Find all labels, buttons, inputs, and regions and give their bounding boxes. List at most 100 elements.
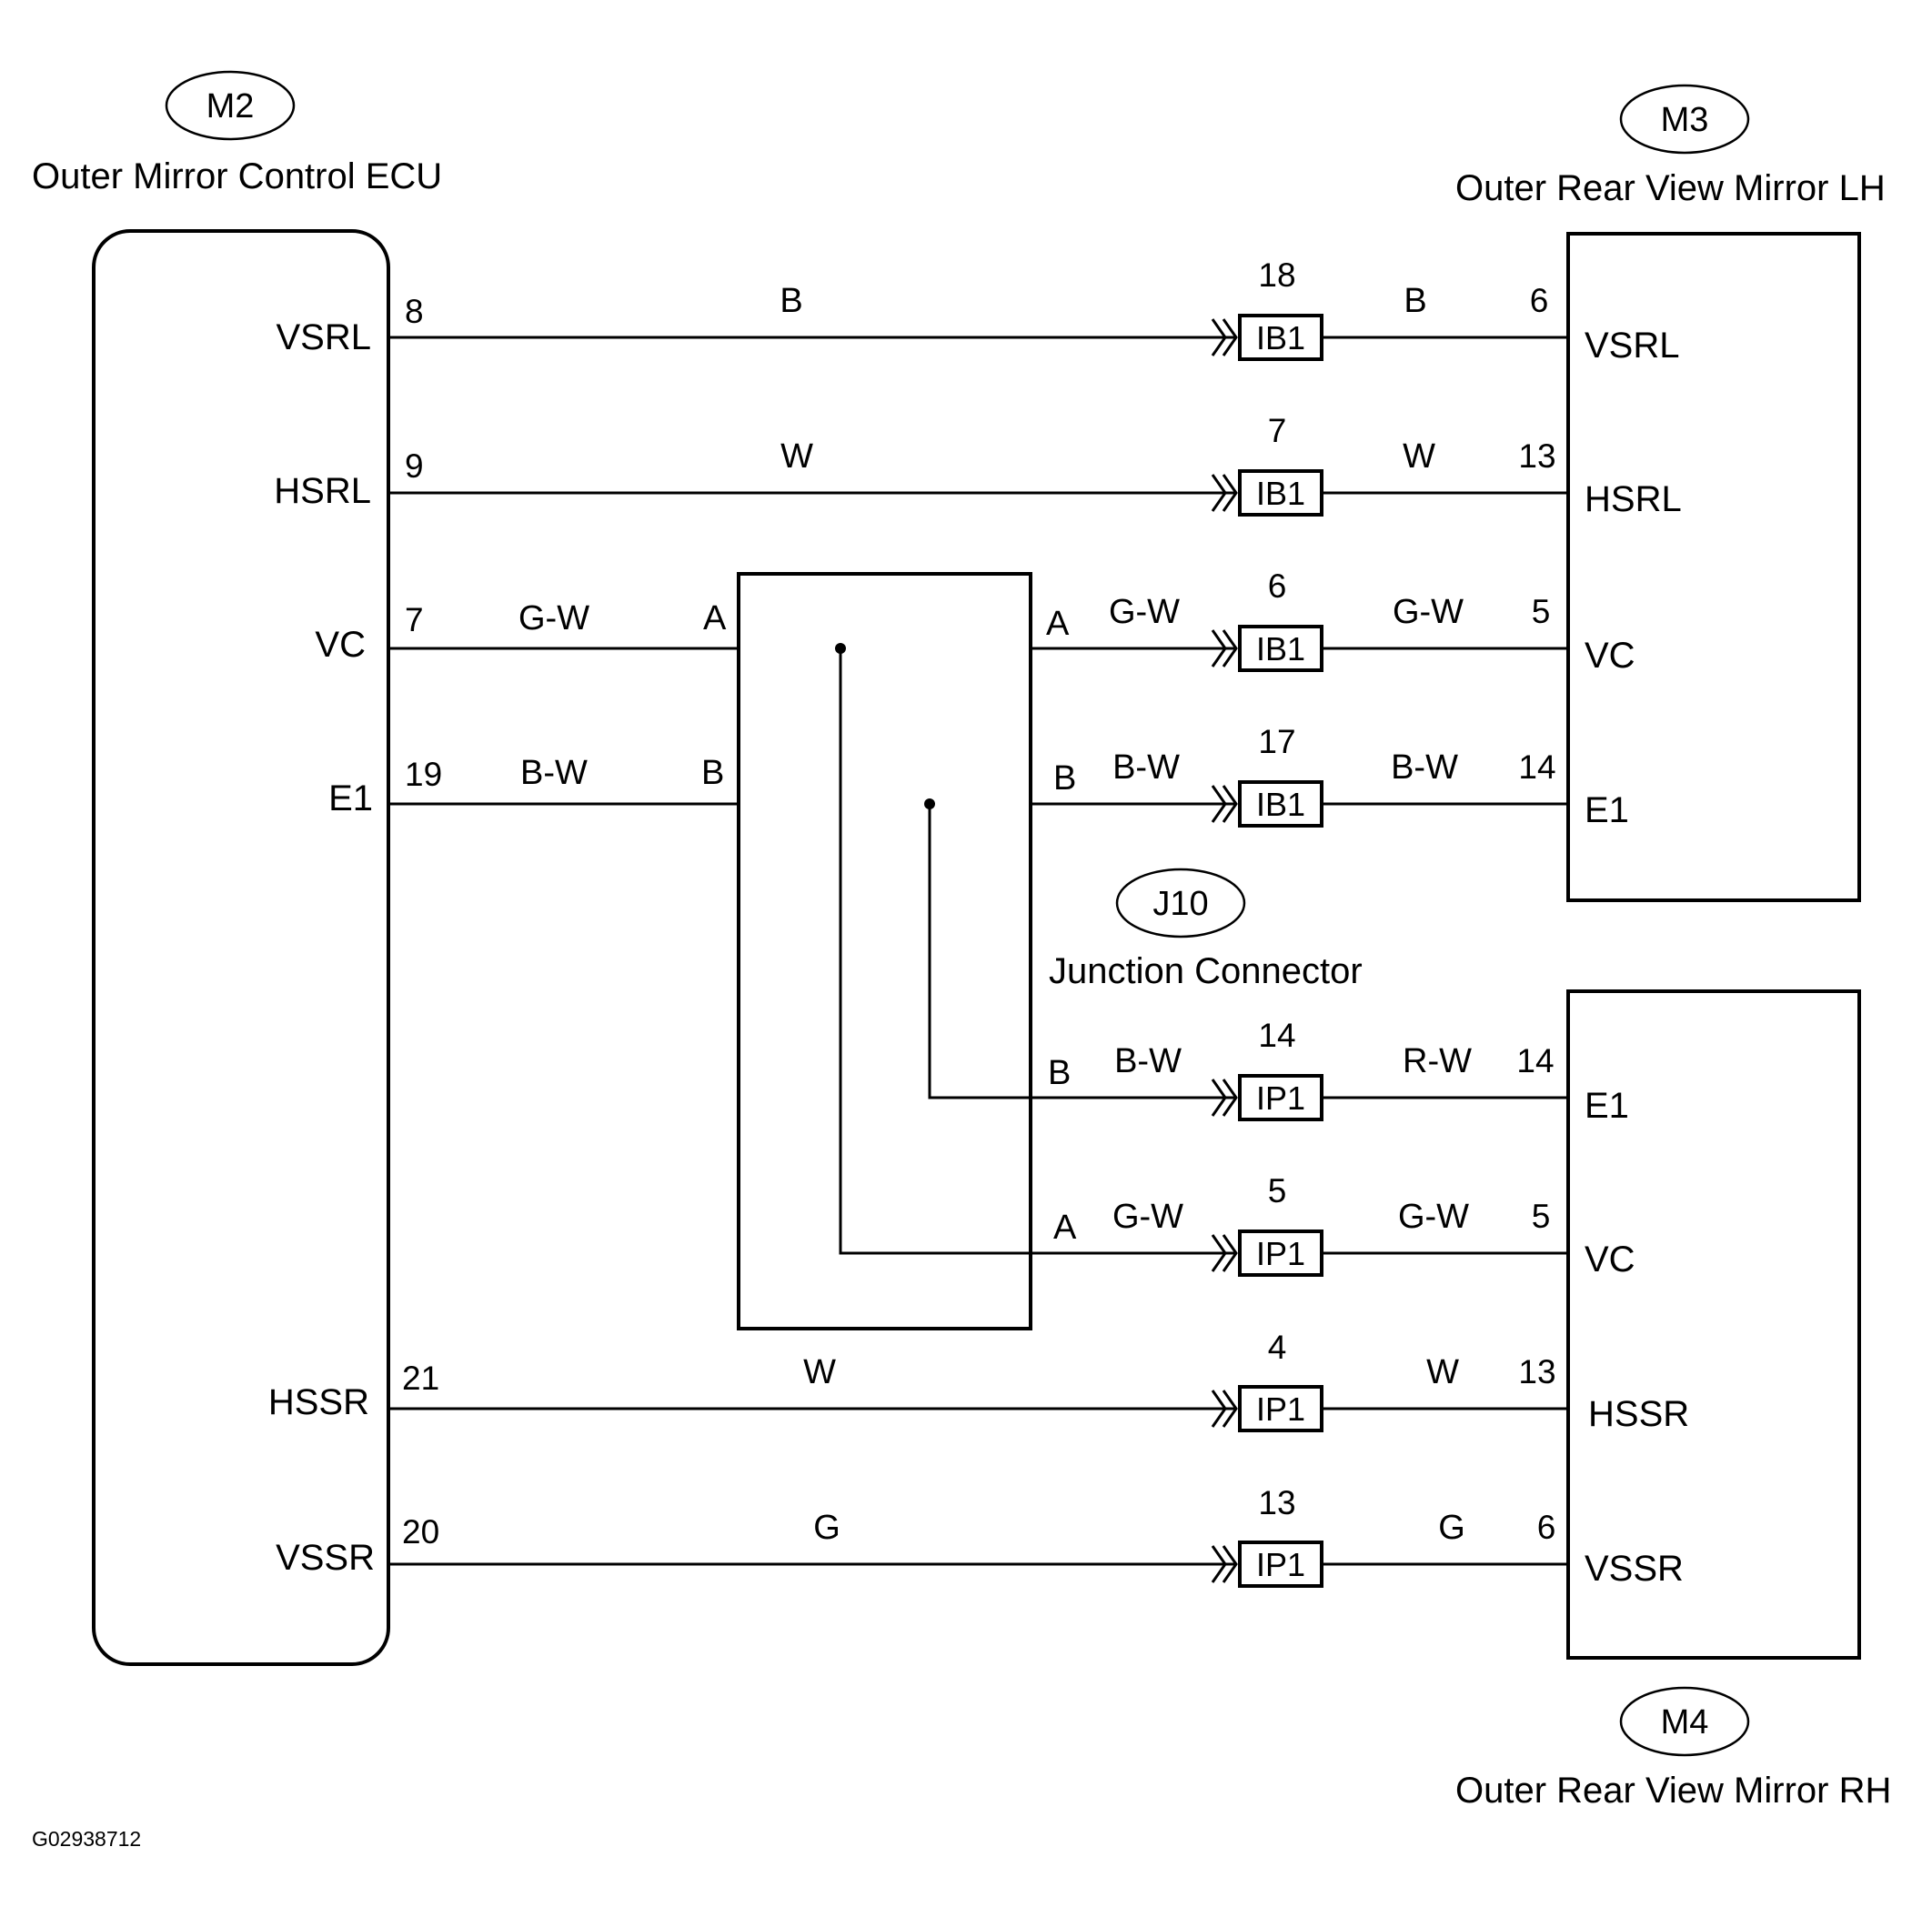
connector-label: IP1 [1256, 1546, 1305, 1583]
junction-name: Junction Connector [1049, 951, 1363, 991]
connector-pin: 4 [1268, 1329, 1287, 1366]
ecu-pin-hssr: 21 [402, 1360, 439, 1397]
connector-label: IB1 [1256, 319, 1305, 356]
connector-chevron-icon [1222, 629, 1238, 667]
ecu-terminal-hsrl: HSRL [274, 471, 371, 511]
mirror-pin: 13 [1518, 1353, 1555, 1390]
wire-color-a: B-W [1114, 1042, 1182, 1080]
wire-e1-in-color: B-W [520, 754, 588, 792]
junction-ref-ellipse [1115, 868, 1246, 938]
wire-color-b: W [1403, 437, 1435, 476]
junction-vc-splice [835, 643, 846, 654]
mirror-terminal: VSRL [1585, 326, 1680, 366]
mirror-lh-ref-ellipse [1619, 84, 1750, 155]
wire-color-b: B-W [1391, 748, 1458, 787]
connector-chevron-icon [1211, 629, 1227, 667]
wire-color-b: G-W [1398, 1198, 1469, 1236]
ecu-pin-vc: 7 [405, 601, 424, 638]
ecu-pin-vsrl: 8 [405, 293, 424, 330]
connector-chevron-icon [1222, 785, 1238, 823]
ecu-name: Outer Mirror Control ECU [32, 156, 442, 196]
wire-color-a: B [780, 282, 802, 320]
ecu-ref-ellipse [165, 70, 296, 141]
mirror-rh-ref: M4 [1661, 1703, 1709, 1741]
ecu-terminals: VSRL 8 HSRL 9 VC 7 E1 19 HSSR 21 VSSR 20 [268, 293, 442, 1578]
wire-color-a: G-W [1112, 1198, 1183, 1236]
wire-color-a: G-W [1109, 593, 1180, 631]
mirror-terminal: HSRL [1585, 479, 1682, 519]
connector-pin: 7 [1268, 412, 1287, 449]
ecu-terminal-e1: E1 [328, 778, 373, 818]
ecu-header: M2 Outer Mirror Control ECU [32, 70, 442, 196]
connector-chevron-icon [1211, 318, 1227, 356]
ecu-pin-vssr: 20 [402, 1513, 439, 1551]
mirror-pin: 6 [1537, 1509, 1556, 1546]
junction-box [737, 572, 1032, 1330]
connector-chevron-icon [1211, 1079, 1227, 1117]
connector-chevron-icon [1211, 474, 1227, 512]
ecu-terminal-vsrl: VSRL [277, 317, 372, 357]
connector-label: IB1 [1256, 475, 1305, 512]
mirror-terminal: VC [1585, 636, 1635, 676]
mirror-rh-ref-ellipse [1619, 1686, 1750, 1757]
wire-color-b: R-W [1403, 1042, 1472, 1080]
connector-pin: 5 [1268, 1172, 1287, 1209]
connector-label: IB1 [1256, 786, 1305, 823]
connector-chevron-icon [1222, 318, 1238, 356]
ecu-terminal-hssr: HSSR [268, 1382, 369, 1422]
junction-internal-wiring [835, 643, 1031, 1255]
wire-color-a: G [813, 1509, 840, 1547]
ecu-pin-hsrl: 9 [405, 447, 424, 485]
ecu-pin-e1: 19 [405, 756, 442, 793]
junction-out-rh-vc-label: A [1053, 1209, 1077, 1247]
connector-pin: 6 [1268, 567, 1287, 605]
wire-color-b: B [1404, 282, 1426, 320]
junction-e1-splice [924, 798, 935, 809]
junction-in-vc-label: A [703, 599, 727, 637]
wire-color-a: W [803, 1353, 836, 1391]
connector-label: IB1 [1256, 630, 1305, 667]
ecu-box [92, 229, 390, 1666]
connector-label: IP1 [1256, 1079, 1305, 1117]
mirror-pin: 5 [1532, 593, 1551, 630]
wire-color-b: W [1426, 1353, 1459, 1391]
junction-ref: J10 [1152, 885, 1208, 923]
mirror-terminal: VC [1585, 1240, 1635, 1280]
ecu-terminal-vc: VC [315, 625, 366, 665]
ecu-ref: M2 [206, 87, 255, 125]
connector-pin: 14 [1258, 1017, 1295, 1054]
wire-color-a: B-W [1112, 748, 1180, 787]
connector-chevron-icon [1222, 1079, 1238, 1117]
ecu-terminal-vssr: VSSR [276, 1538, 375, 1578]
connector-chevron-icon [1211, 785, 1227, 823]
mirror-pin: 5 [1532, 1198, 1551, 1235]
mirror-rh-name: Outer Rear View Mirror RH [1455, 1771, 1891, 1811]
mirror-terminal: E1 [1585, 790, 1629, 830]
junction-in-e1-label: B [701, 754, 724, 792]
connector-chevron-icon [1222, 474, 1238, 512]
diagram-code: G02938712 [32, 1827, 141, 1851]
junction-out-lh-e1-label: B [1053, 759, 1076, 798]
junction-vc-branch [839, 648, 1031, 1255]
junction-out-lh-vc-label: A [1046, 605, 1070, 643]
mirror-pin: 13 [1518, 437, 1555, 475]
mirror-terminal: VSSR [1585, 1549, 1684, 1589]
mirror-lh-box [1566, 232, 1861, 902]
wire-color-a: W [780, 437, 813, 476]
connector-label: IP1 [1256, 1235, 1305, 1272]
connector-chevron-icon [1211, 1545, 1227, 1583]
wire-color-b: G [1438, 1509, 1465, 1547]
connector-label: IP1 [1256, 1390, 1305, 1428]
wire-vc-in-color: G-W [518, 599, 589, 637]
connector-chevron-icon [1211, 1234, 1227, 1272]
mirror-pin: 6 [1530, 282, 1549, 319]
